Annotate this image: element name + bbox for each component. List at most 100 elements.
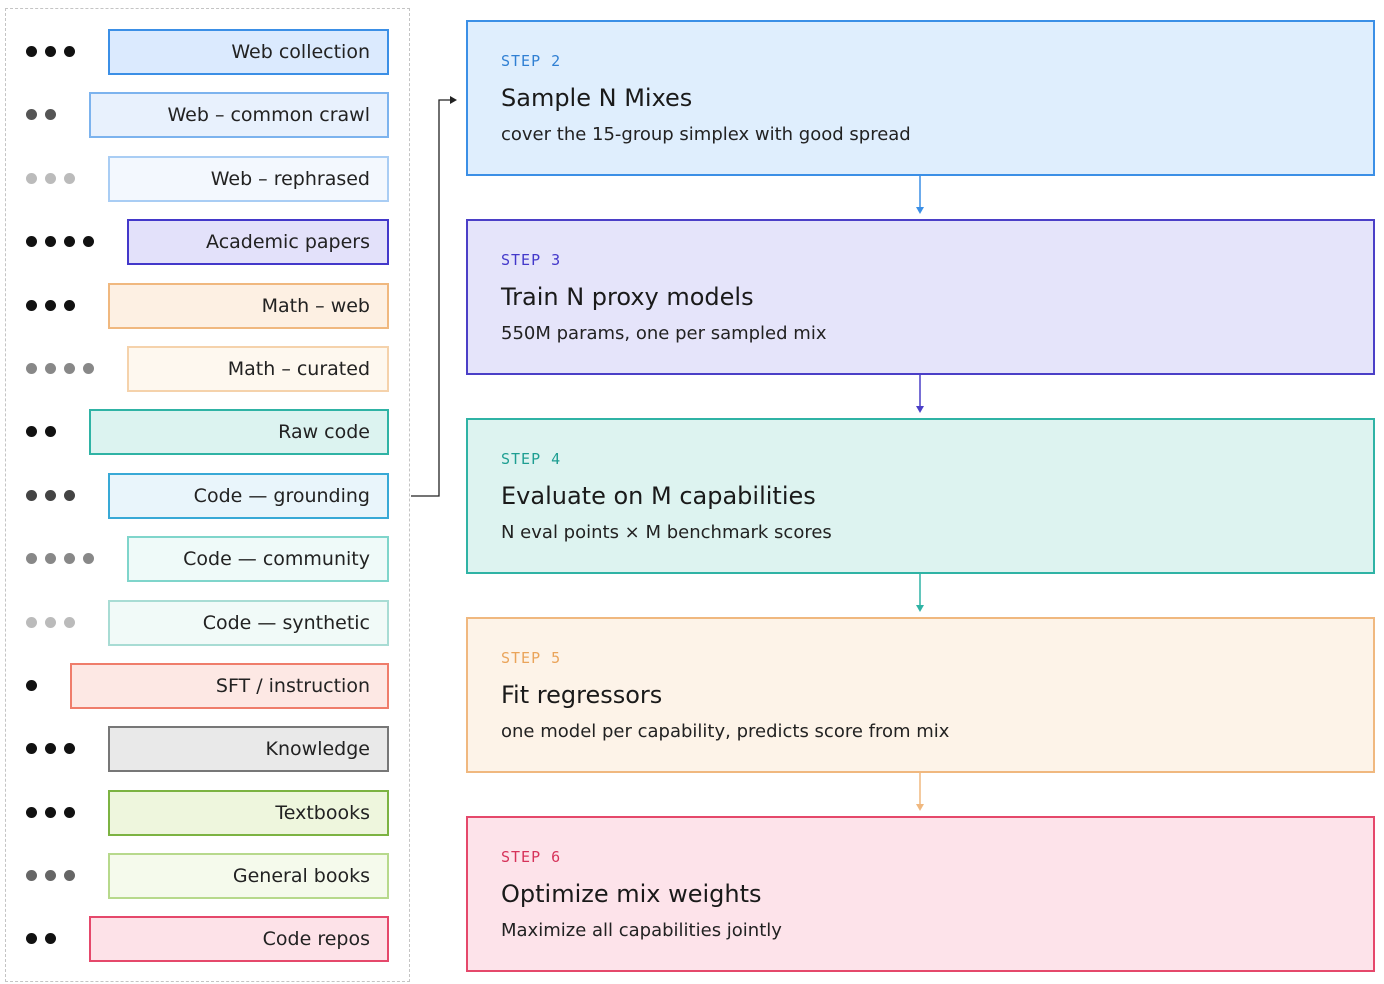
arrow-head: [450, 96, 457, 104]
weight-dot: [45, 870, 56, 881]
weight-dots: [26, 743, 75, 754]
source-box: Code — synthetic: [108, 600, 389, 646]
source-label: SFT / instruction: [215, 675, 370, 697]
weight-dot: [26, 743, 37, 754]
weight-dot: [45, 300, 56, 311]
weight-dot: [26, 553, 37, 564]
weight-dots: [26, 490, 75, 501]
step-card: STEP 4 Evaluate on M capabilities N eval p…: [466, 418, 1375, 574]
weight-dot: [64, 173, 75, 184]
weight-dots: [26, 426, 56, 437]
source-box: Web collection: [108, 29, 389, 75]
weight-dot: [26, 109, 37, 120]
source-label: Code repos: [262, 928, 370, 950]
source-label: Math – curated: [227, 358, 370, 380]
step-title: Sample N Mixes: [501, 84, 693, 112]
weight-dot: [64, 870, 75, 881]
step-arrow-head: [916, 207, 924, 214]
weight-dots: [26, 553, 94, 564]
step-title: Fit regressors: [501, 681, 663, 709]
weight-dots: [26, 807, 75, 818]
weight-dots: [26, 363, 94, 374]
weight-dot: [64, 46, 75, 57]
step-card: STEP 3 Train N proxy models 550M params, o…: [466, 219, 1375, 375]
source-box: Code repos: [89, 916, 389, 962]
source-label: Web collection: [231, 41, 370, 63]
weight-dot: [45, 553, 56, 564]
weight-dot: [26, 807, 37, 818]
data-sources-panel: [5, 8, 410, 982]
step-label: STEP 3: [501, 251, 562, 269]
step-title: Optimize mix weights: [501, 880, 762, 908]
weight-dot: [64, 236, 75, 247]
step-desc: Maximize all capabilities jointly: [501, 920, 782, 941]
source-label: General books: [232, 865, 370, 887]
step-title: Train N proxy models: [501, 283, 754, 311]
weight-dots: [26, 173, 75, 184]
source-label: Code — community: [183, 548, 370, 570]
weight-dot: [64, 363, 75, 374]
step-label: STEP 6: [501, 848, 562, 866]
weight-dot: [45, 933, 56, 944]
weight-dot: [26, 46, 37, 57]
weight-dots: [26, 46, 75, 57]
weight-dot: [83, 363, 94, 374]
weight-dot: [26, 300, 37, 311]
source-label: Math – web: [261, 295, 370, 317]
weight-dot: [45, 807, 56, 818]
step-title: Evaluate on M capabilities: [501, 482, 816, 510]
source-label: Raw code: [278, 421, 370, 443]
source-label: Academic papers: [206, 231, 370, 253]
source-box: Web – rephrased: [108, 156, 389, 202]
source-box: Math – web: [108, 283, 389, 329]
weight-dot: [45, 236, 56, 247]
weight-dot: [64, 490, 75, 501]
source-box: Code — community: [127, 536, 389, 582]
step-label: STEP 4: [501, 450, 562, 468]
weight-dots: [26, 870, 75, 881]
source-box: Knowledge: [108, 726, 389, 772]
weight-dot: [26, 363, 37, 374]
source-box: General books: [108, 853, 389, 899]
weight-dot: [45, 46, 56, 57]
source-label: Code — synthetic: [202, 612, 370, 634]
weight-dots: [26, 236, 94, 247]
source-box: Code — grounding: [108, 473, 389, 519]
source-label: Web – common crawl: [167, 104, 370, 126]
weight-dot: [45, 173, 56, 184]
weight-dot: [26, 617, 37, 628]
weight-dot: [45, 617, 56, 628]
step-arrow-head: [916, 804, 924, 811]
source-box: Academic papers: [127, 219, 389, 265]
weight-dot: [83, 553, 94, 564]
source-box: SFT / instruction: [70, 663, 389, 709]
weight-dot: [83, 236, 94, 247]
weight-dot: [26, 490, 37, 501]
weight-dot: [26, 933, 37, 944]
weight-dot: [26, 236, 37, 247]
weight-dot: [45, 109, 56, 120]
step-arrow-head: [916, 605, 924, 612]
source-box: Raw code: [89, 409, 389, 455]
step-label: STEP 5: [501, 649, 562, 667]
weight-dots: [26, 680, 37, 691]
step-desc: 550M params, one per sampled mix: [501, 323, 827, 344]
weight-dot: [45, 490, 56, 501]
source-label: Textbooks: [275, 802, 370, 824]
weight-dot: [26, 870, 37, 881]
source-box: Math – curated: [127, 346, 389, 392]
weight-dots: [26, 300, 75, 311]
source-label: Code — grounding: [193, 485, 370, 507]
weight-dot: [64, 553, 75, 564]
step-label: STEP 2: [501, 52, 562, 70]
weight-dot: [64, 300, 75, 311]
step-desc: N eval points × M benchmark scores: [501, 522, 832, 543]
weight-dots: [26, 933, 56, 944]
step-arrow-head: [916, 406, 924, 413]
weight-dot: [45, 743, 56, 754]
connector-line: [411, 99, 452, 497]
weight-dot: [45, 426, 56, 437]
